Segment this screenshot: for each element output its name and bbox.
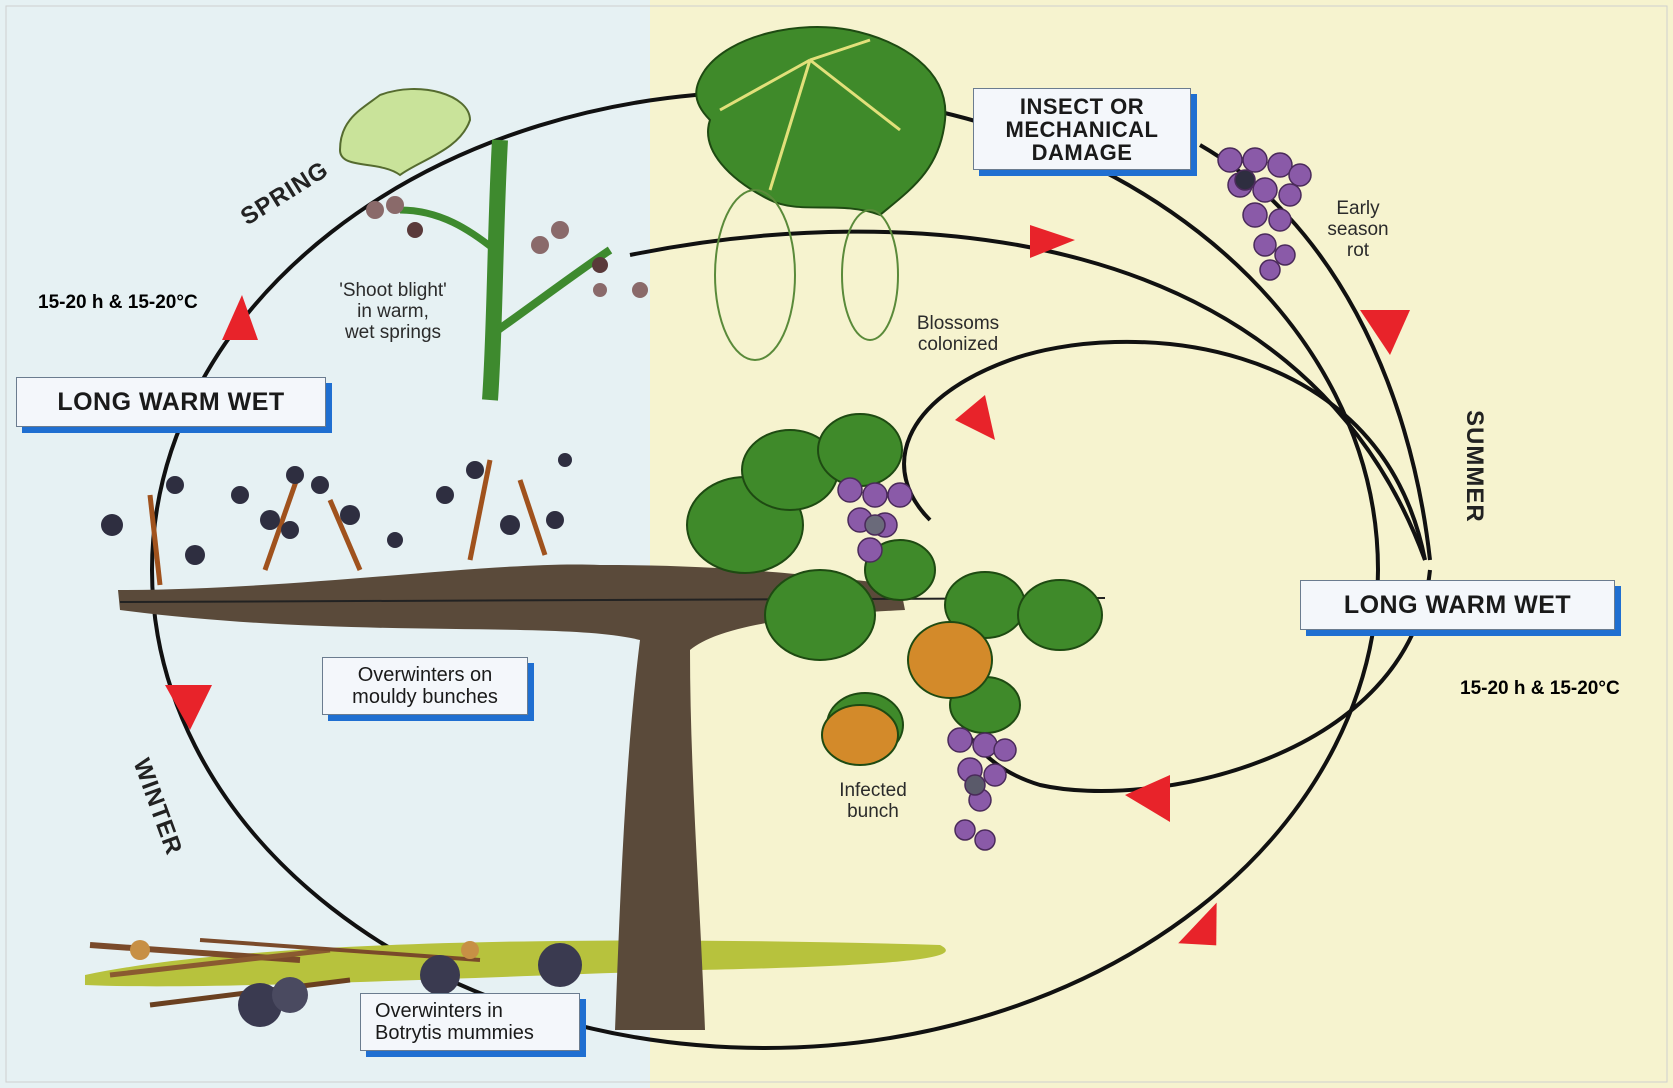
long-warm-wet-right-label: LONG WARM WET bbox=[1343, 590, 1572, 619]
blossom-clusters bbox=[714, 189, 899, 361]
long-warm-wet-right-box: LONG WARM WET bbox=[1300, 580, 1615, 630]
arrow-winter bbox=[165, 685, 212, 730]
arrow-infected bbox=[1125, 775, 1170, 822]
dormant-canes bbox=[147, 459, 548, 586]
long-warm-wet-left-label: LONG WARM WET bbox=[57, 387, 285, 416]
blossoms-annotation: Blossoms colonized bbox=[916, 313, 1000, 355]
overwinters-mummies-label: Overwinters in Botrytis mummies bbox=[375, 1000, 534, 1044]
early-rot-grapes bbox=[1217, 147, 1312, 281]
season-summer: SUMMER bbox=[1461, 410, 1488, 523]
long-warm-wet-left-box: LONG WARM WET bbox=[16, 377, 326, 427]
mouldy-bunches bbox=[101, 453, 572, 565]
canopy-grape-bunches bbox=[837, 477, 1017, 851]
arrow-autumn bbox=[1178, 902, 1217, 946]
overwinters-bunches-label: Overwinters on mouldy bunches bbox=[352, 664, 498, 708]
infected-bunch-annotation: Infected bunch bbox=[839, 780, 907, 822]
blossom-loop-line bbox=[629, 229, 1427, 561]
debris-pile bbox=[89, 938, 582, 1027]
trellis-wire bbox=[119, 597, 1106, 603]
frame-border bbox=[5, 5, 1668, 1083]
condition-left: 15-20 h & 15-20°C bbox=[38, 292, 198, 313]
arrow-spring bbox=[222, 295, 258, 340]
arrow-early-rot bbox=[1360, 310, 1410, 355]
summer-canopy bbox=[686, 413, 1103, 766]
shoot-blight-annotation: 'Shoot blight' in warm, wet springs bbox=[339, 280, 447, 343]
condition-right: 15-20 h & 15-20°C bbox=[1460, 678, 1620, 699]
overwinters-mummies-box: Overwinters in Botrytis mummies bbox=[360, 993, 580, 1051]
arrow-blossom bbox=[1030, 225, 1075, 258]
overwinters-bunches-box: Overwinters on mouldy bunches bbox=[322, 657, 528, 715]
insect-damage-label: INSECT OR MECHANICAL DAMAGE bbox=[1005, 93, 1159, 165]
arrow-summer-inner bbox=[955, 395, 995, 440]
winter-spring-background bbox=[0, 0, 650, 1088]
spring-shoot bbox=[338, 88, 648, 401]
early-rot-annotation: Early season rot bbox=[1327, 198, 1389, 261]
insect-damage-box: INSECT OR MECHANICAL DAMAGE bbox=[973, 88, 1191, 170]
summer-inner-loop-top bbox=[902, 339, 1427, 561]
summer-leaf bbox=[695, 26, 947, 217]
